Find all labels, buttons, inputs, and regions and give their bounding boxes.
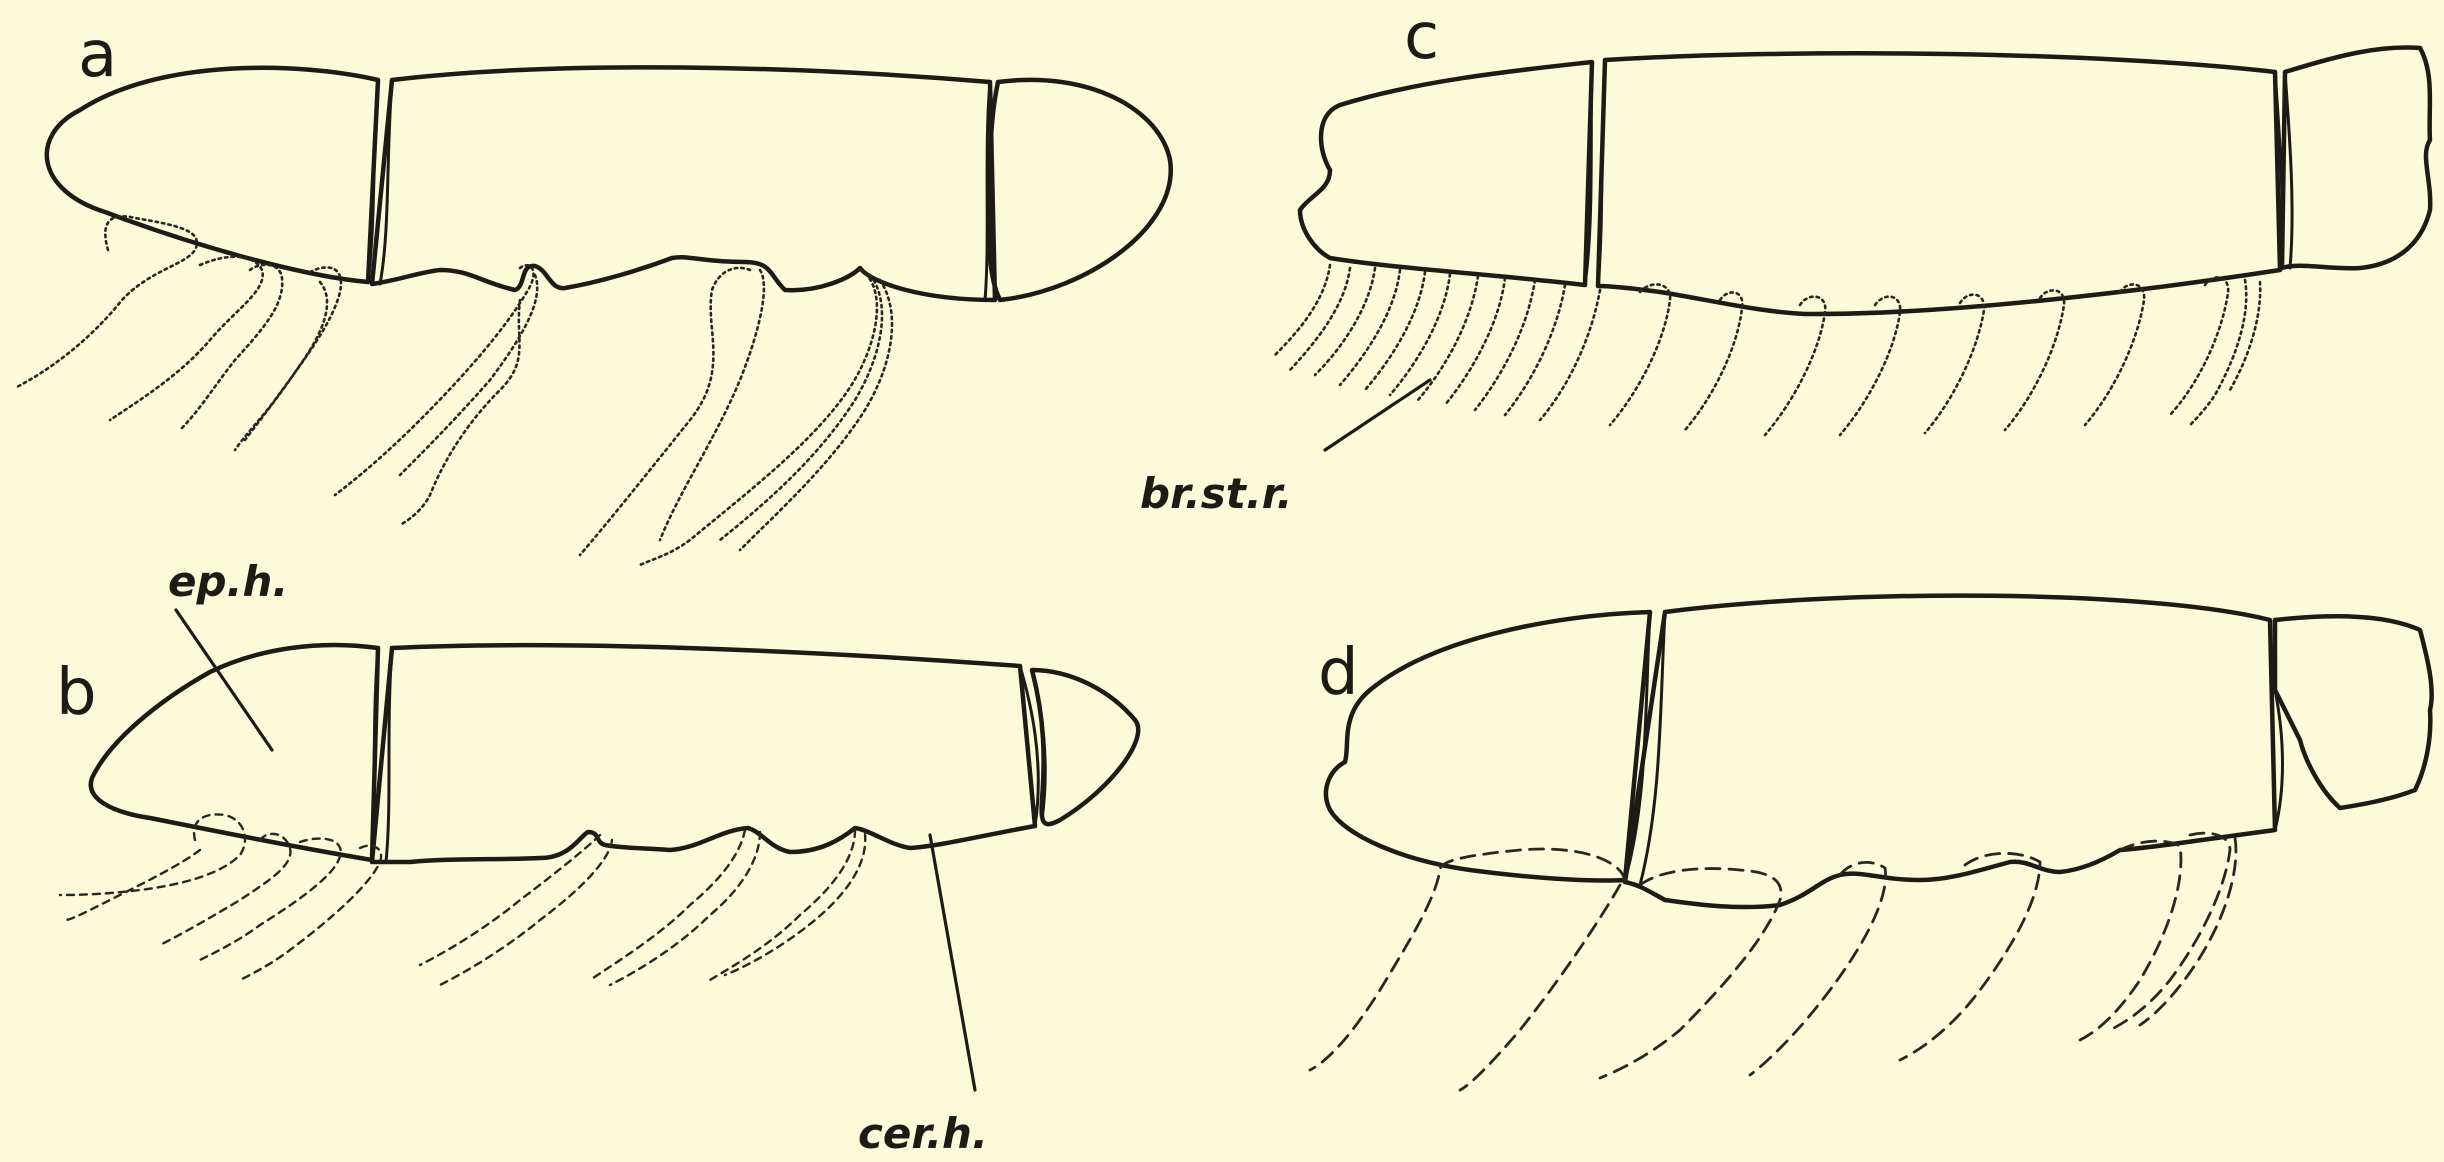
panel-d-hypohyal [2275, 616, 2432, 808]
panel-a-ceratohyal [372, 67, 995, 300]
panel-a-branchiostegal-rays [15, 216, 892, 565]
leader-cer-h [930, 835, 975, 1090]
panel-d-branchiostegal-rays [1310, 833, 2236, 1090]
leader-ep-h [176, 610, 272, 750]
panel-b-hypohyal [1032, 670, 1138, 824]
panel-b-epihyal [91, 645, 378, 860]
panel-d-ceratohyal [1625, 596, 2275, 907]
panel-b-ceratohyal [372, 645, 1035, 862]
panel-b-branchiostegal-rays [60, 814, 865, 985]
panel-d-letter: d [1318, 636, 1359, 710]
panel-c-hypohyal [2282, 47, 2430, 268]
panel-d: d [1310, 596, 2432, 1090]
panel-c-letter: c [1404, 0, 1439, 74]
panel-c-epihyal [1300, 62, 1592, 285]
panel-a: a [15, 18, 1171, 565]
panel-b: b ep.h. [56, 557, 1138, 985]
panel-c-ceratohyal [1598, 53, 2280, 314]
panel-c-branchiostegal-rays [1275, 265, 2260, 435]
panel-c: c [1140, 0, 2430, 518]
panel-c-seam-2 [1598, 60, 1605, 286]
panel-a-epihyal [47, 68, 378, 282]
label-cer-h: cer.h. [858, 1109, 988, 1158]
label-br-st-r: br.st.r. [1140, 469, 1292, 518]
panel-a-hypohyal [989, 80, 1171, 300]
cer-h-annotation: cer.h. [858, 835, 988, 1158]
panel-a-letter: a [78, 18, 117, 92]
leader-br-st-r [1325, 380, 1430, 450]
panel-b-letter: b [56, 656, 97, 730]
panel-c-seam-4 [2285, 72, 2292, 268]
panel-d-epihyal [1326, 612, 1650, 881]
label-ep-h: ep.h. [168, 557, 288, 606]
